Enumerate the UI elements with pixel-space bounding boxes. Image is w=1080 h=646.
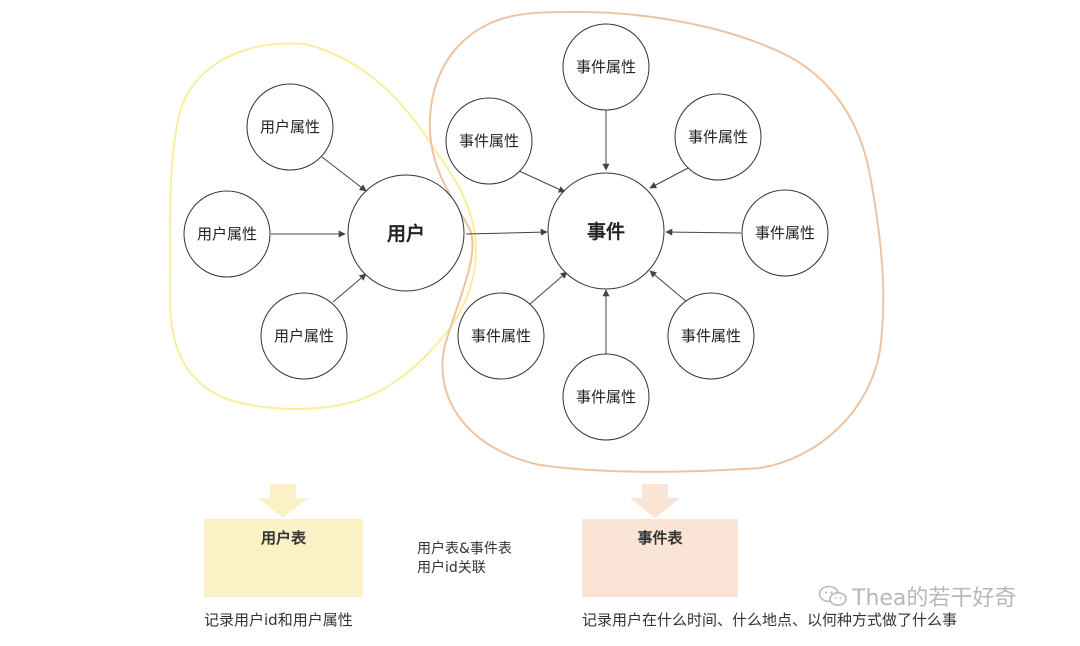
- arrow-event-attr-bottomleft-to-event: [529, 271, 568, 305]
- event-table-box: 事件表: [582, 519, 738, 597]
- event-table-caption: 记录用户在什么时间、什么地点、以何种方式做了什么事: [582, 611, 958, 629]
- user-table-title: 用户表: [260, 529, 306, 547]
- user-node-label: 用户: [387, 222, 425, 245]
- user-attribute-label: 用户属性: [197, 225, 257, 243]
- event-attribute-label: 事件属性: [755, 224, 815, 242]
- user-attribute-label: 用户属性: [260, 118, 320, 136]
- arrow-event-attr-topright-to-event: [649, 166, 691, 189]
- user-table-box: 用户表: [204, 519, 363, 597]
- user-table-caption: 记录用户id和用户属性: [204, 611, 353, 629]
- event-attribute-node-top: 事件属性: [562, 23, 650, 111]
- user-node: 用户: [347, 174, 465, 292]
- user-table-down-arrow: [258, 484, 308, 518]
- arrow-event-attr-bottomright-to-event: [649, 270, 688, 303]
- event-attribute-node-bottomright: 事件属性: [667, 292, 755, 380]
- arrow-event-attr-right-to-event: [665, 228, 742, 236]
- event-node: 事件: [547, 172, 665, 290]
- user-group-outline: [168, 42, 477, 410]
- table-link-note: 用户表&事件表 用户id关联: [417, 540, 512, 578]
- event-attribute-node-topright: 事件属性: [674, 93, 762, 181]
- event-attribute-label: 事件属性: [576, 388, 636, 406]
- event-attribute-label: 事件属性: [688, 128, 748, 146]
- event-attribute-label: 事件属性: [576, 58, 636, 76]
- user-attribute-node-top: 用户属性: [246, 83, 334, 171]
- event-attribute-label: 事件属性: [471, 327, 531, 345]
- arrow-user-to-event: [465, 228, 548, 236]
- event-attribute-label: 事件属性: [681, 327, 741, 345]
- relationship-arrows: [271, 110, 742, 355]
- event-attribute-node-bottomleft: 事件属性: [457, 292, 545, 380]
- arrow-user-attr-bottom-to-user: [332, 273, 367, 303]
- event-attribute-node-topleft: 事件属性: [445, 97, 533, 185]
- event-attribute-node-bottom: 事件属性: [562, 353, 650, 441]
- event-table-down-arrow: [630, 484, 680, 518]
- user-attribute-label: 用户属性: [274, 327, 334, 345]
- user-attribute-node-left: 用户属性: [183, 190, 271, 278]
- wechat-icon: [818, 585, 847, 606]
- link-note-line1: 用户表&事件表: [417, 541, 512, 557]
- watermark: Thea的若干好奇: [818, 580, 1016, 612]
- event-table-title: 事件表: [637, 529, 683, 547]
- arrow-user-attr-top-to-user: [321, 156, 367, 192]
- link-note-line2: 用户id关联: [417, 560, 486, 576]
- event-attribute-node-right: 事件属性: [741, 189, 829, 277]
- user-attribute-node-bottom: 用户属性: [260, 292, 348, 380]
- event-node-label: 事件: [587, 220, 625, 243]
- event-attribute-label: 事件属性: [459, 132, 519, 150]
- watermark-text: Thea的若干好奇: [852, 586, 1017, 611]
- arrow-event-attr-topleft-to-event: [516, 169, 566, 193]
